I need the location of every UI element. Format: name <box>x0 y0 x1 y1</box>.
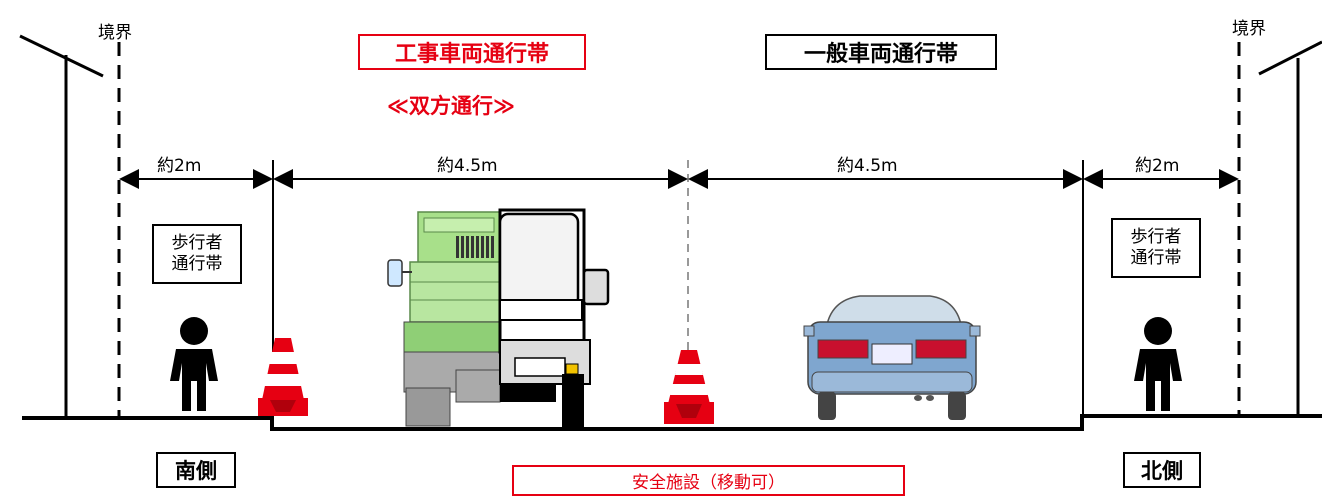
south-side-label: 南側 <box>156 452 236 488</box>
north-side-label: 北側 <box>1123 452 1201 488</box>
sidewalk-label-left: 歩行者 通行帯 <box>152 224 242 284</box>
width-label-general: 約4.5m <box>837 156 898 176</box>
sidewalk-label-right-line1: 歩行者 <box>1130 226 1182 247</box>
traffic-cone-icon-center <box>664 350 714 424</box>
construction-lane-label: 工事車両通行帯 <box>358 34 586 70</box>
pedestrian-icon-right <box>1134 317 1182 411</box>
right-house <box>1258 40 1322 416</box>
sidewalk-label-right-line2: 通行帯 <box>1130 248 1182 268</box>
left-house <box>19 34 104 416</box>
traffic-cone-icon-left <box>258 338 308 416</box>
dump-truck-icon <box>387 208 610 428</box>
safety-facility-label: 安全施設（移動可） <box>512 465 905 496</box>
two-way-label: ≪双方通行≫ <box>387 94 515 118</box>
sidewalk-label-left-line2: 通行帯 <box>171 254 223 274</box>
width-label-construction: 約4.5m <box>437 156 498 176</box>
boundary-label-right: 境界 <box>1232 19 1266 39</box>
car-icon <box>803 295 981 420</box>
sidewalk-label-right: 歩行者 通行帯 <box>1111 218 1201 278</box>
pedestrian-icon-left <box>170 317 218 411</box>
sidewalk-label-left-line1: 歩行者 <box>171 232 223 253</box>
width-label-right-sidewalk: 約2m <box>1135 156 1180 176</box>
general-lane-label: 一般車両通行帯 <box>765 34 997 70</box>
width-label-left-sidewalk: 約2m <box>157 156 202 176</box>
ground-profile <box>22 414 1322 431</box>
boundary-label-left: 境界 <box>98 23 132 43</box>
